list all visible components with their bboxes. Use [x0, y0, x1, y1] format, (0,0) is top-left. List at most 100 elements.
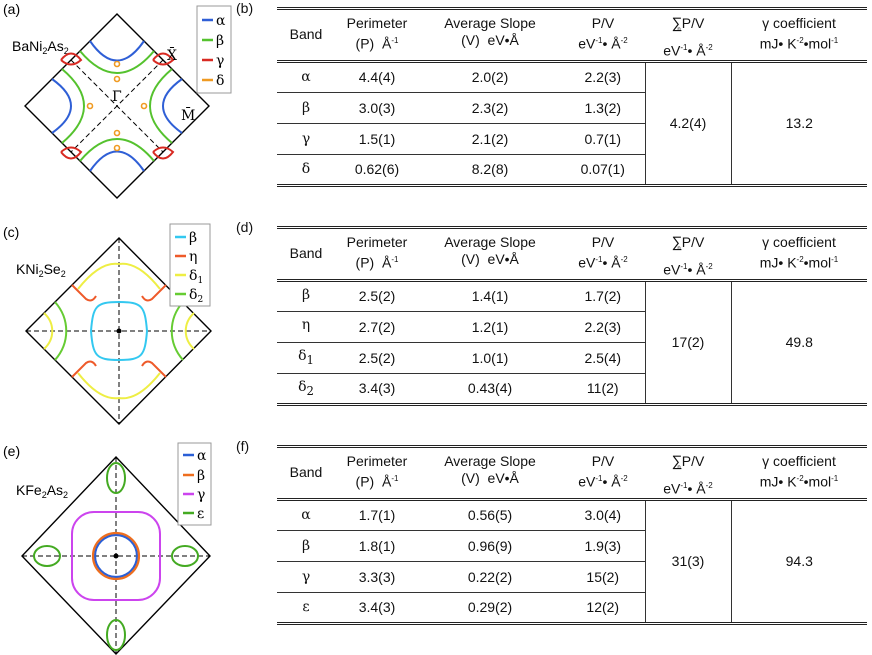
cell-band: δ: [277, 153, 335, 186]
eta-pockets-c: [71, 284, 167, 378]
table-row: γ 1.5(1) 2.1(2) 0.7(1): [277, 122, 867, 155]
table-row: ε 3.4(3) 0.29(2) 12(2): [277, 591, 867, 624]
col-header-slope: Average Slope(V) eV•Å: [444, 453, 536, 486]
panel-label-b: (b): [236, 0, 254, 16]
legend-label-beta: β: [216, 33, 224, 49]
table-row: η 2.7(2) 1.2(1) 2.2(3): [277, 310, 867, 343]
gamma-pocket-e: [71, 511, 161, 601]
table-panel-d: (d) Band Perimeter(P) Å-1 Average Slope(…: [236, 219, 872, 434]
cell-slope: 0.56(5): [467, 507, 513, 524]
cell-slope: 0.22(2): [419, 560, 561, 593]
cell-perimeter: 3.4(3): [335, 372, 419, 405]
table-row: β 1.8(1) 0.96(9) 1.9(3): [277, 529, 867, 562]
col-header-slope: Average Slope(V) eV•Å: [444, 15, 536, 48]
epsilon-pockets-e: [33, 462, 199, 651]
gamma-pockets-a: [60, 52, 175, 160]
cell-slope: 1.4(1): [471, 288, 509, 305]
cell-slope: 0.96(9): [419, 529, 561, 562]
panel-label-e: (e): [3, 443, 20, 459]
delta1-corner-pockets-c: [77, 262, 161, 400]
brillouin-zone-a: [24, 13, 210, 199]
cell-pv: 0.07(1): [561, 153, 645, 186]
cell-band: γ: [277, 560, 335, 593]
cell-slope: 2.3(2): [419, 91, 561, 124]
cell-pv: 2.5(4): [561, 341, 645, 374]
legend-label-delta2-c: δ2: [189, 287, 203, 305]
table-row: β 3.0(3) 2.3(2) 1.3(2): [277, 91, 867, 124]
cell-slope: 0.29(2): [419, 591, 561, 624]
cell-perimeter: 1.8(1): [335, 529, 419, 562]
legend-label-gamma: γ: [216, 53, 224, 69]
zone-center-dot-c: [116, 328, 122, 334]
legend-label-eps-e: ε: [197, 506, 204, 522]
cell-sum-pv: 4.2(4): [644, 61, 732, 186]
cell-pv: 1.9(3): [561, 529, 645, 562]
panel-label-f: (f): [236, 438, 250, 454]
gamma-point-label: Γ̄: [112, 89, 122, 105]
cell-pv: 15(2): [561, 560, 645, 593]
zone-center-dot-e: [113, 553, 119, 559]
legend-label-beta-c: β: [189, 230, 197, 246]
beta-pockets-a: [61, 50, 173, 162]
material-label-a: BaNi2As2: [12, 38, 69, 56]
cell-perimeter: 3.0(3): [335, 91, 419, 124]
legend-box-e: [177, 442, 212, 526]
cell-pv: 2.2(3): [584, 69, 622, 86]
cell-gamma-coeff: 13.2: [785, 115, 813, 132]
table-header-row: Band Perimeter(P) Å-1 Average Slope(V) e…: [277, 8, 867, 62]
alpha-pockets-a: [51, 40, 183, 172]
legend-label-beta-e: β: [197, 468, 205, 484]
fermi-surface-table-b: Band Perimeter(P) Å-1 Average Slope(V) e…: [277, 7, 867, 187]
col-header-band: Band: [289, 245, 323, 262]
x-point-label: X̄: [167, 46, 177, 64]
fermi-surface-table-f: Band Perimeter(P) Å-1 Average Slope(V) e…: [277, 445, 867, 625]
delta-pockets-a: [86, 60, 148, 152]
beta-pocket-c: [89, 300, 149, 362]
cell-band: δ1: [277, 341, 335, 374]
col-header-perimeter: Perimeter(P) Å-1: [346, 234, 408, 271]
cell-perimeter: 4.4(4): [358, 69, 396, 86]
material-label-e: KFe2As2: [16, 482, 68, 500]
delta2-pockets-c: [54, 301, 184, 361]
cell-band: β: [277, 529, 335, 562]
cell-pv: 3.0(4): [584, 507, 622, 524]
legend-label-delta: δ: [216, 73, 224, 89]
beta-pocket-e: [91, 531, 141, 581]
legend-label-eta-c: η: [189, 249, 197, 265]
panel-label-c: (c): [3, 224, 19, 240]
cell-perimeter: 1.7(1): [358, 507, 396, 524]
cell-band: δ2: [277, 372, 335, 405]
legend-label-delta1-c: δ1: [189, 268, 203, 286]
cell-slope: 0.43(4): [419, 372, 561, 405]
fermi-surface-diagram-e: (e) KFe2As2 α β γ ε: [3, 442, 212, 655]
cell-pv: 1.7(2): [584, 288, 622, 305]
table-header-row: Band Perimeter(P) Å-1 Average Slope(V) e…: [277, 446, 867, 500]
table-row: δ2 3.4(3) 0.43(4) 11(2): [277, 372, 867, 405]
table-header-row: Band Perimeter(P) Å-1 Average Slope(V) e…: [277, 227, 867, 281]
col-header-band: Band: [289, 464, 323, 481]
cell-pv: 11(2): [561, 372, 645, 405]
cell-pv: 0.7(1): [561, 122, 645, 155]
legend-label-gamma-e: γ: [197, 487, 205, 503]
cell-band: β: [301, 286, 311, 303]
fermi-surface-diagram-a: (a) BaNi2As2 Γ̄ X̄ M̄: [3, 1, 232, 199]
legend-box-c: [169, 223, 211, 307]
legend-label-alpha: α: [216, 13, 226, 29]
cell-perimeter: 3.4(3): [335, 591, 419, 624]
cell-slope: 2.1(2): [419, 122, 561, 155]
cell-gamma-coeff: 49.8: [785, 334, 813, 351]
table-panel-b: (b) Band Perimeter(P) Å-1 Average Slope(…: [236, 0, 872, 215]
panel-label-d: (d): [236, 219, 254, 235]
col-header-perimeter: Perimeter(P) Å-1: [346, 15, 408, 52]
material-label-c: KNi2Se2: [16, 261, 66, 279]
table-row: γ 3.3(3) 0.22(2) 15(2): [277, 560, 867, 593]
legend-a: α β γ δ: [196, 5, 232, 94]
delta1-pockets-c: [43, 312, 195, 350]
